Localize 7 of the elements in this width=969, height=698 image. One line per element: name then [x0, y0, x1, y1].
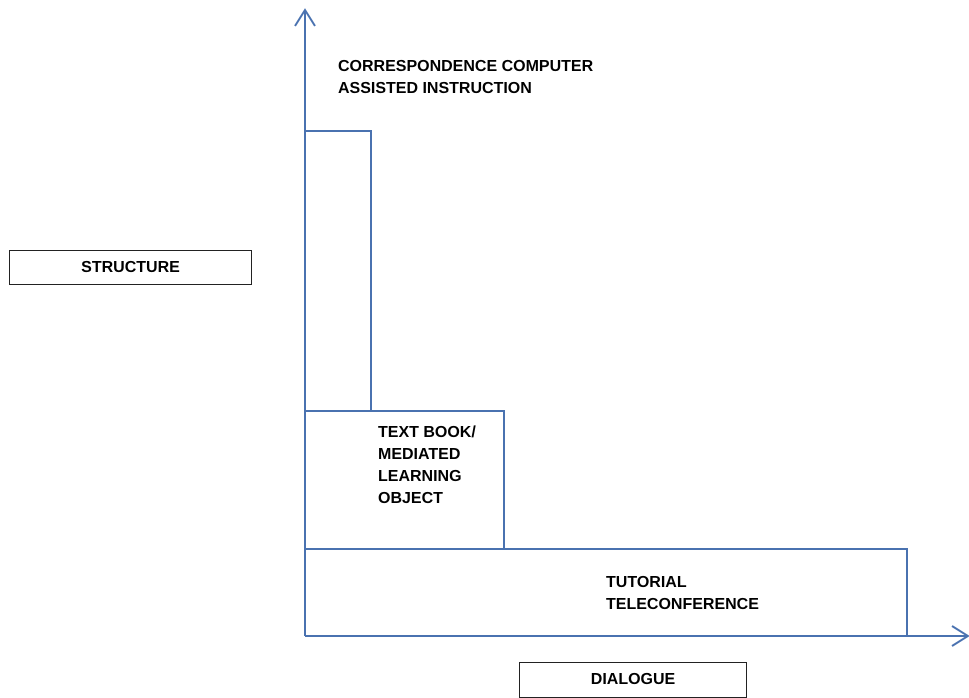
label-box: DIALOGUE — [519, 662, 747, 698]
bar-heading: CORRESPONDENCE COMPUTER ASSISTED INSTRUCTION — [338, 57, 594, 99]
bar-label: TEXT BOOK/ MEDIATED LEARNING OBJECT — [378, 423, 477, 509]
label-box: STRUCTURE — [9, 250, 252, 285]
step-bar — [305, 548, 908, 636]
bar-label: TUTORIAL TELECONFERENCE — [606, 573, 760, 615]
step-bar — [305, 410, 505, 548]
